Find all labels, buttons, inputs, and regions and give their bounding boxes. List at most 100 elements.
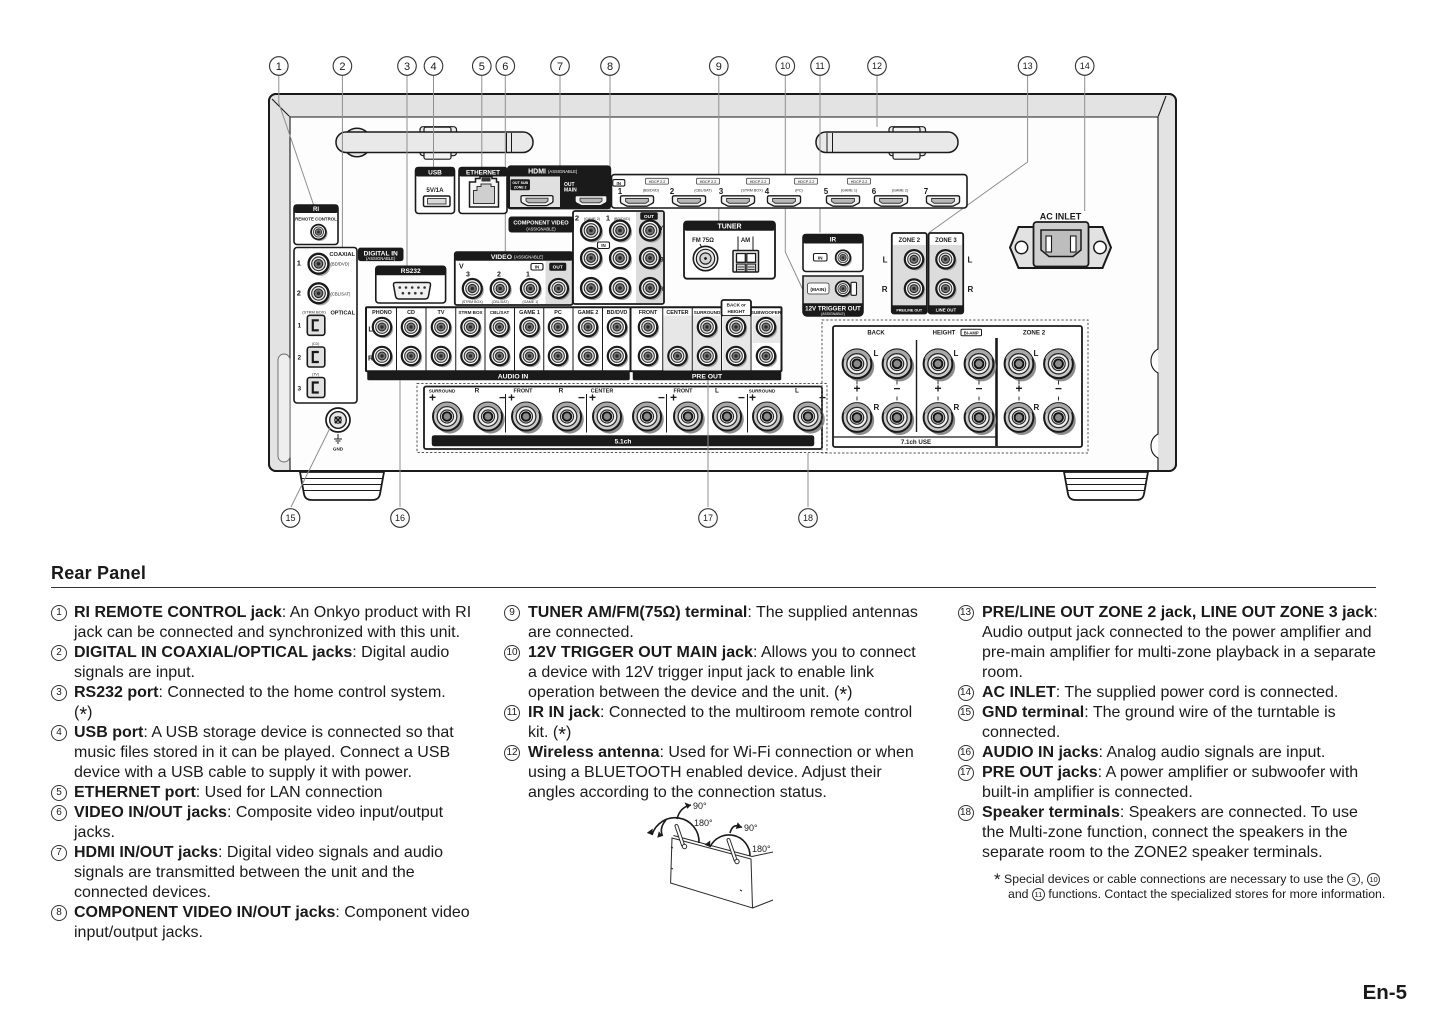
svg-text:RI: RI <box>313 207 319 213</box>
svg-text:CD: CD <box>407 310 415 316</box>
svg-text:(ASSIGNABLE): (ASSIGNABLE) <box>548 169 578 174</box>
svg-text:HDCP 2.2: HDCP 2.2 <box>750 180 767 184</box>
svg-text:L: L <box>795 388 799 395</box>
svg-text:STRM BOX: STRM BOX <box>458 310 483 315</box>
svg-text:+: + <box>1015 381 1022 395</box>
svg-text:HEIGHT: HEIGHT <box>933 331 956 337</box>
svg-text:HDCP 2.2: HDCP 2.2 <box>851 180 868 184</box>
svg-text:(STRM BOX): (STRM BOX) <box>302 310 326 315</box>
svg-text:+: + <box>429 391 436 405</box>
svg-text:+: + <box>508 391 515 405</box>
svg-text:FRONT: FRONT <box>514 389 534 395</box>
svg-text:BACK: BACK <box>867 331 885 337</box>
svg-text:L: L <box>883 256 888 265</box>
svg-text:5V/1A: 5V/1A <box>426 187 444 194</box>
svg-text:PC: PC <box>554 310 562 316</box>
svg-text:OUT: OUT <box>564 182 575 188</box>
svg-text:FRONT: FRONT <box>639 310 658 316</box>
svg-text:COAXIAL: COAXIAL <box>329 252 355 258</box>
svg-text:4: 4 <box>430 61 436 73</box>
svg-text:+: + <box>853 381 860 395</box>
svg-text:4: 4 <box>765 187 770 196</box>
svg-text:Bi-AMP: Bi-AMP <box>964 330 979 335</box>
svg-text:CBL/SAT: CBL/SAT <box>490 310 510 315</box>
svg-text:−: − <box>499 391 506 405</box>
svg-text:PHONO: PHONO <box>372 310 392 316</box>
svg-text:R: R <box>882 285 888 294</box>
svg-text:1: 1 <box>618 187 623 196</box>
svg-text:Y: Y <box>659 226 663 232</box>
svg-text:R: R <box>659 287 664 293</box>
svg-text:IN: IN <box>617 181 622 186</box>
svg-text:BD/DVD: BD/DVD <box>607 310 628 316</box>
svg-text:(ASSIGNABLE): (ASSIGNABLE) <box>514 255 544 260</box>
svg-text:5: 5 <box>479 61 485 73</box>
svg-text:2: 2 <box>297 289 301 298</box>
svg-text:R: R <box>368 356 373 363</box>
svg-text:GAME 1: GAME 1 <box>519 310 540 316</box>
svg-text:L: L <box>954 349 959 358</box>
svg-text:90°: 90° <box>693 801 707 811</box>
svg-text:15: 15 <box>285 513 295 523</box>
svg-text:LINE OUT: LINE OUT <box>936 307 957 312</box>
svg-text:R: R <box>1034 403 1040 412</box>
svg-text:(CD): (CD) <box>312 342 320 346</box>
svg-text:FRONT: FRONT <box>674 389 694 395</box>
svg-text:12: 12 <box>872 61 882 71</box>
svg-text:AC INLET: AC INLET <box>1040 212 1082 222</box>
svg-text:R: R <box>475 388 480 395</box>
svg-text:COMPONENT VIDEO: COMPONENT VIDEO <box>513 221 569 227</box>
svg-text:L: L <box>715 388 719 395</box>
svg-text:TUNER: TUNER <box>717 224 741 231</box>
svg-text:2: 2 <box>670 187 675 196</box>
svg-text:2: 2 <box>497 272 501 279</box>
svg-text:(CBL/SAT): (CBL/SAT) <box>492 300 509 304</box>
svg-text:TV: TV <box>438 310 445 316</box>
svg-text:AM: AM <box>741 238 750 244</box>
svg-text:BACK or: BACK or <box>727 303 746 308</box>
svg-text:R: R <box>874 403 880 412</box>
svg-text:−: − <box>578 391 585 405</box>
svg-text:6: 6 <box>502 61 508 73</box>
svg-text:R: R <box>559 388 564 395</box>
svg-text:7: 7 <box>557 61 563 73</box>
svg-text:R: R <box>954 403 960 412</box>
svg-text:+: + <box>670 391 677 405</box>
svg-text:5.1ch: 5.1ch <box>615 439 632 446</box>
svg-text:ETHERNET: ETHERNET <box>466 170 500 177</box>
svg-text:(BD/DVD): (BD/DVD) <box>331 262 350 267</box>
svg-text:13: 13 <box>1023 61 1033 71</box>
svg-text:(CBL/SAT): (CBL/SAT) <box>331 292 352 297</box>
svg-text:HEIGHT: HEIGHT <box>728 309 746 314</box>
svg-text:(GAME 2): (GAME 2) <box>892 189 908 193</box>
svg-text:+: + <box>749 391 756 405</box>
svg-text:CENTER: CENTER <box>591 389 614 395</box>
svg-text:DIGITAL IN: DIGITAL IN <box>364 250 398 257</box>
svg-text:OUT: OUT <box>644 214 654 220</box>
svg-text:(STRM BOX): (STRM BOX) <box>462 300 483 304</box>
svg-text:−: − <box>975 381 982 395</box>
svg-text:1: 1 <box>297 259 301 268</box>
svg-text:10: 10 <box>780 61 790 71</box>
svg-text:HDCP 2.2: HDCP 2.2 <box>700 180 717 184</box>
svg-text:(GAME 1): (GAME 1) <box>841 189 857 193</box>
svg-text:GAME 2: GAME 2 <box>578 310 599 316</box>
svg-text:MAIN: MAIN <box>564 187 577 193</box>
svg-text:6: 6 <box>872 187 877 196</box>
svg-text:USB: USB <box>428 170 442 177</box>
svg-text:8: 8 <box>607 61 613 73</box>
svg-text:OUT: OUT <box>553 265 563 271</box>
svg-text:REMOTE CONTROL: REMOTE CONTROL <box>295 217 337 222</box>
svg-text:SUBWOOFER: SUBWOOFER <box>751 310 782 315</box>
svg-text:B: B <box>659 258 664 264</box>
svg-text:IR: IR <box>830 237 837 244</box>
svg-text:180°: 180° <box>752 844 771 854</box>
svg-text:+: + <box>934 381 941 395</box>
svg-text:(ASSIGNABLE): (ASSIGNABLE) <box>526 227 556 232</box>
svg-text:PRE OUT: PRE OUT <box>692 373 723 380</box>
svg-text:R: R <box>968 285 974 294</box>
svg-text:−: − <box>738 391 745 405</box>
svg-text:L: L <box>874 349 879 358</box>
svg-text:−: − <box>893 381 900 395</box>
svg-text:7: 7 <box>924 187 929 196</box>
